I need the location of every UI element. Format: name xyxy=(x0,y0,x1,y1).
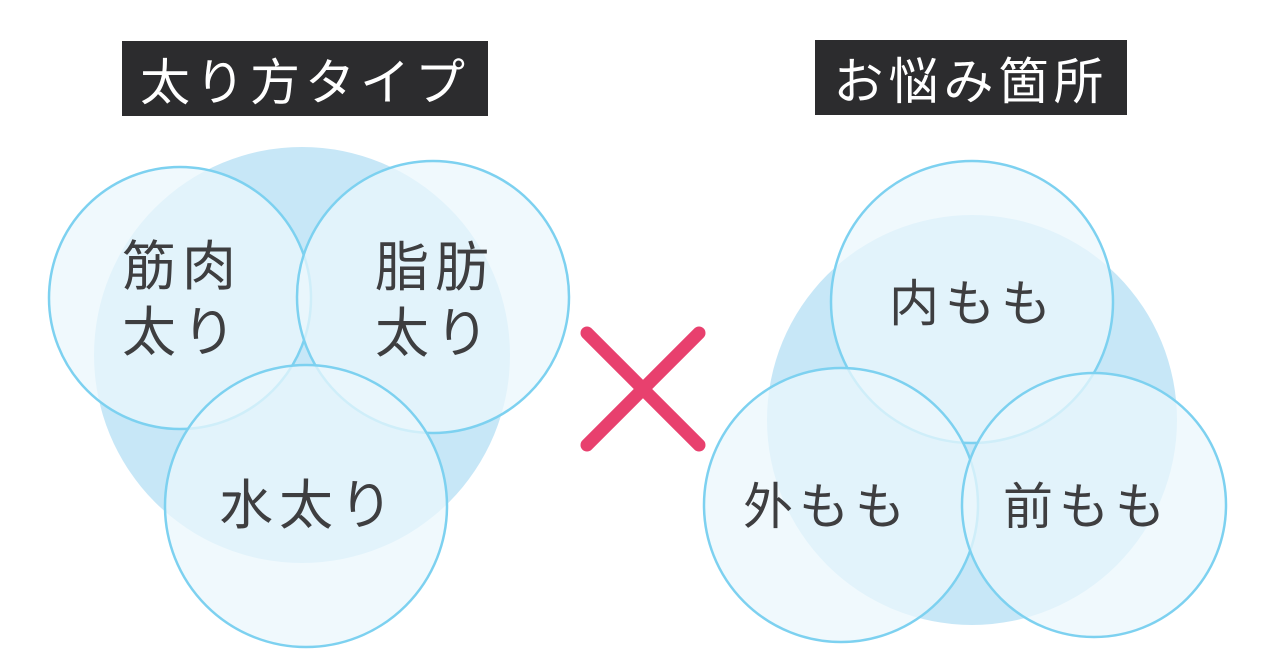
fat-type-header: 太り方タイプ xyxy=(122,41,488,116)
venn-group-fat-types xyxy=(47,147,571,649)
label-water-type: 水太り xyxy=(219,476,399,536)
cross-stroke-2 xyxy=(580,326,706,452)
circle-fat-type xyxy=(295,159,571,435)
label-front-thigh: 前もも xyxy=(1003,479,1171,535)
cross-mark-icon xyxy=(580,326,706,452)
trouble-area-header: お悩み箇所 xyxy=(815,40,1127,115)
label-muscle-type: 筋肉 太り xyxy=(122,237,242,363)
circle-water-type xyxy=(163,363,449,649)
circle-inner-thigh xyxy=(829,159,1115,445)
venn-group-trouble-areas xyxy=(702,159,1228,644)
label-inner-thigh: 内もも xyxy=(889,276,1057,332)
label-outer-thigh: 外もも xyxy=(743,479,911,535)
label-fat-type: 脂肪 太り xyxy=(375,238,495,364)
circle-front-thigh xyxy=(960,371,1228,639)
